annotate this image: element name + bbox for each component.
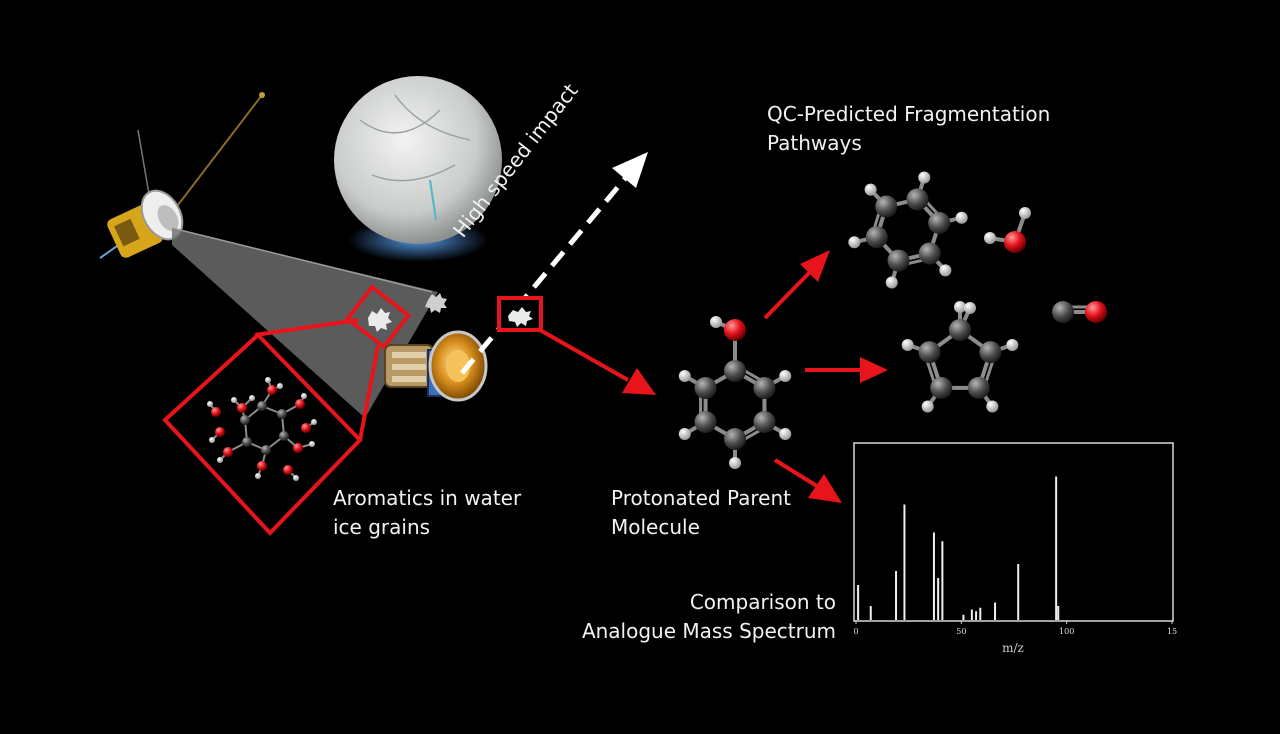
x-tick-label: 15 — [1167, 627, 1177, 636]
aromatics-label: Aromatics in water ice grains — [333, 484, 521, 542]
water-fragment-molecule — [984, 207, 1031, 253]
carbon-monoxide-fragment-molecule — [1052, 301, 1107, 323]
dust-analyzer-instrument-icon — [384, 330, 488, 402]
cassini-spacecraft-icon — [99, 92, 265, 259]
water-ice-molecule-cluster — [207, 377, 317, 481]
cyclopentadiene-fragment-molecule — [901, 301, 1019, 413]
qc-pathways-label: QC-Predicted Fragmentation Pathways — [767, 100, 1050, 158]
to-parent-arrow — [539, 328, 656, 395]
impact-trajectory-arrow — [460, 152, 648, 375]
comparison-line-1: Comparison to — [689, 590, 836, 614]
chart-bars — [857, 476, 1060, 620]
qc-pathways-line-2: Pathways — [767, 131, 862, 155]
comparison-line-2: Analogue Mass Spectrum — [581, 619, 836, 643]
qc-pathways-line-1: QC-Predicted Fragmentation — [767, 102, 1051, 126]
fragmentation-arrows — [763, 250, 888, 503]
parent-line-2: Molecule — [611, 515, 700, 539]
sensor-cone-edge — [171, 227, 433, 293]
x-tick-label: 0 — [853, 627, 858, 636]
impact-grain-highlight — [497, 296, 543, 332]
parent-molecule-label: Protonated Parent Molecule — [611, 484, 791, 542]
mass-spectrum-chart: 0 50 100 15 m/z — [853, 442, 1177, 655]
x-tick-label: 100 — [1059, 627, 1074, 636]
chart-xlabel: m/z — [1002, 641, 1024, 655]
x-tick-label: 50 — [956, 627, 966, 636]
ice-grain-icon — [425, 293, 447, 313]
aromatics-line-2: ice grains — [333, 515, 431, 539]
water-ice-grain-inset — [162, 332, 363, 536]
ice-grain-highlight — [344, 284, 412, 350]
parent-line-1: Protonated Parent — [611, 486, 791, 510]
chart-frame — [853, 442, 1174, 622]
chart-ticks: 0 50 100 15 — [853, 620, 1177, 636]
comparison-label: Comparison to Analogue Mass Spectrum — [578, 588, 836, 646]
aromatics-line-1: Aromatics in water — [333, 486, 522, 510]
protonated-phenol-molecule — [678, 316, 792, 469]
benzene-fragment-molecule — [848, 171, 968, 289]
enceladus-moon — [334, 76, 502, 262]
